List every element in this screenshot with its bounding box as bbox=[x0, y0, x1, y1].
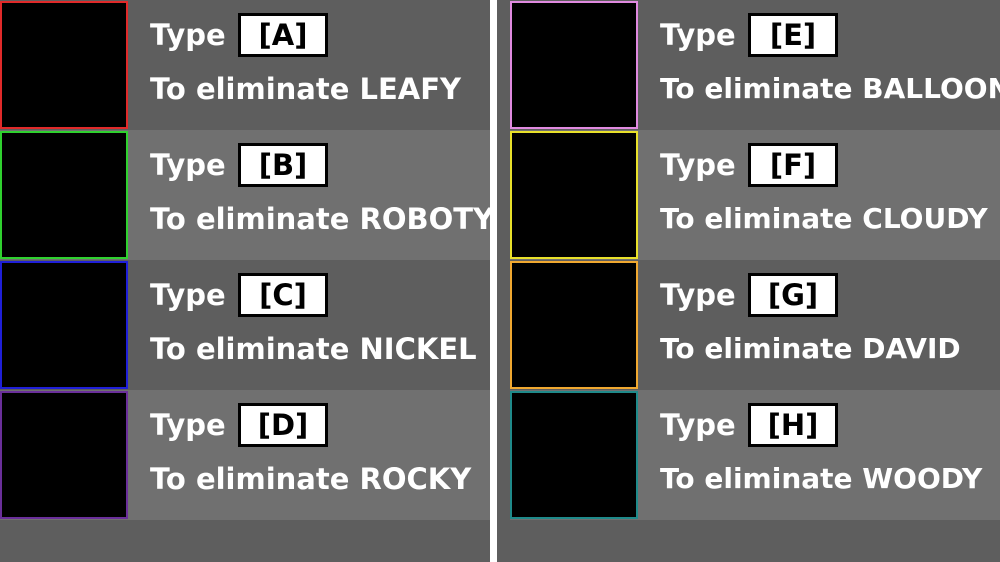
type-label: Type bbox=[150, 18, 226, 52]
type-instruction: Type [C] bbox=[150, 270, 328, 320]
key-badge-a: [A] bbox=[238, 13, 328, 57]
type-instruction: Type [D] bbox=[150, 400, 328, 450]
type-label: Type bbox=[150, 148, 226, 182]
eliminate-prefix: To eliminate bbox=[150, 332, 350, 366]
character-portrait-h[interactable] bbox=[510, 391, 638, 519]
character-row-f: Type [F] To eliminate CLOUDY bbox=[510, 130, 1000, 260]
target-name-b: ROBOTY bbox=[359, 202, 495, 236]
character-portrait-d[interactable] bbox=[0, 391, 128, 519]
left-column: Type [A] To eliminate LEAFY Type [B] To … bbox=[0, 0, 494, 562]
type-instruction: Type [H] bbox=[660, 400, 838, 450]
type-instruction: Type [A] bbox=[150, 10, 328, 60]
right-column: Type [E] To eliminate BALLOONY Type [F] … bbox=[510, 0, 1000, 562]
target-name-d: ROCKY bbox=[359, 462, 472, 496]
key-badge-g: [G] bbox=[748, 273, 838, 317]
character-row-d: Type [D] To eliminate ROCKY bbox=[0, 390, 490, 520]
character-portrait-a[interactable] bbox=[0, 1, 128, 129]
type-label: Type bbox=[660, 18, 736, 52]
target-name-e: BALLOONY bbox=[862, 72, 1000, 105]
target-name-a: LEAFY bbox=[359, 72, 462, 106]
eliminate-prefix: To eliminate bbox=[660, 332, 853, 365]
target-name-f: CLOUDY bbox=[862, 202, 988, 235]
eliminate-prefix: To eliminate bbox=[660, 462, 853, 495]
character-row-b: Type [B] To eliminate ROBOTY bbox=[0, 130, 494, 260]
eliminate-instruction: To eliminate WOODY bbox=[660, 462, 982, 495]
target-name-h: WOODY bbox=[862, 462, 983, 495]
type-instruction: Type [F] bbox=[660, 140, 838, 190]
target-name-g: DAVID bbox=[862, 332, 961, 365]
type-instruction: Type [G] bbox=[660, 270, 838, 320]
character-row-a: Type [A] To eliminate LEAFY bbox=[0, 0, 490, 130]
key-badge-c: [C] bbox=[238, 273, 328, 317]
key-badge-h: [H] bbox=[748, 403, 838, 447]
eliminate-prefix: To eliminate bbox=[150, 202, 350, 236]
type-label: Type bbox=[660, 408, 736, 442]
character-portrait-b[interactable] bbox=[0, 131, 128, 259]
column-divider bbox=[490, 0, 510, 562]
target-name-c: NICKEL bbox=[359, 332, 477, 366]
eliminate-instruction: To eliminate BALLOONY bbox=[660, 72, 1000, 105]
right-footer bbox=[510, 520, 1000, 562]
eliminate-prefix: To eliminate bbox=[150, 462, 350, 496]
type-label: Type bbox=[660, 278, 736, 312]
divider-line bbox=[490, 0, 497, 562]
eliminate-prefix: To eliminate bbox=[660, 72, 853, 105]
eliminate-prefix: To eliminate bbox=[150, 72, 350, 106]
type-label: Type bbox=[150, 408, 226, 442]
type-label: Type bbox=[150, 278, 226, 312]
character-row-c: Type [C] To eliminate NICKEL bbox=[0, 260, 490, 390]
eliminate-instruction: To eliminate ROCKY bbox=[150, 462, 471, 496]
left-footer bbox=[0, 520, 490, 562]
key-badge-e: [E] bbox=[748, 13, 838, 57]
key-badge-d: [D] bbox=[238, 403, 328, 447]
eliminate-prefix: To eliminate bbox=[660, 202, 853, 235]
character-row-g: Type [G] To eliminate DAVID bbox=[510, 260, 1000, 390]
key-badge-f: [F] bbox=[748, 143, 838, 187]
key-badge-b: [B] bbox=[238, 143, 328, 187]
eliminate-instruction: To eliminate DAVID bbox=[660, 332, 961, 365]
eliminate-instruction: To eliminate NICKEL bbox=[150, 332, 477, 366]
type-label: Type bbox=[660, 148, 736, 182]
character-portrait-f[interactable] bbox=[510, 131, 638, 259]
character-portrait-g[interactable] bbox=[510, 261, 638, 389]
eliminate-instruction: To eliminate CLOUDY bbox=[660, 202, 988, 235]
character-portrait-e[interactable] bbox=[510, 1, 638, 129]
eliminate-instruction: To eliminate LEAFY bbox=[150, 72, 461, 106]
eliminate-instruction: To eliminate ROBOTY bbox=[150, 202, 494, 236]
character-portrait-c[interactable] bbox=[0, 261, 128, 389]
type-instruction: Type [B] bbox=[150, 140, 328, 190]
character-row-e: Type [E] To eliminate BALLOONY bbox=[510, 0, 1000, 130]
type-instruction: Type [E] bbox=[660, 10, 838, 60]
character-row-h: Type [H] To eliminate WOODY bbox=[510, 390, 1000, 520]
